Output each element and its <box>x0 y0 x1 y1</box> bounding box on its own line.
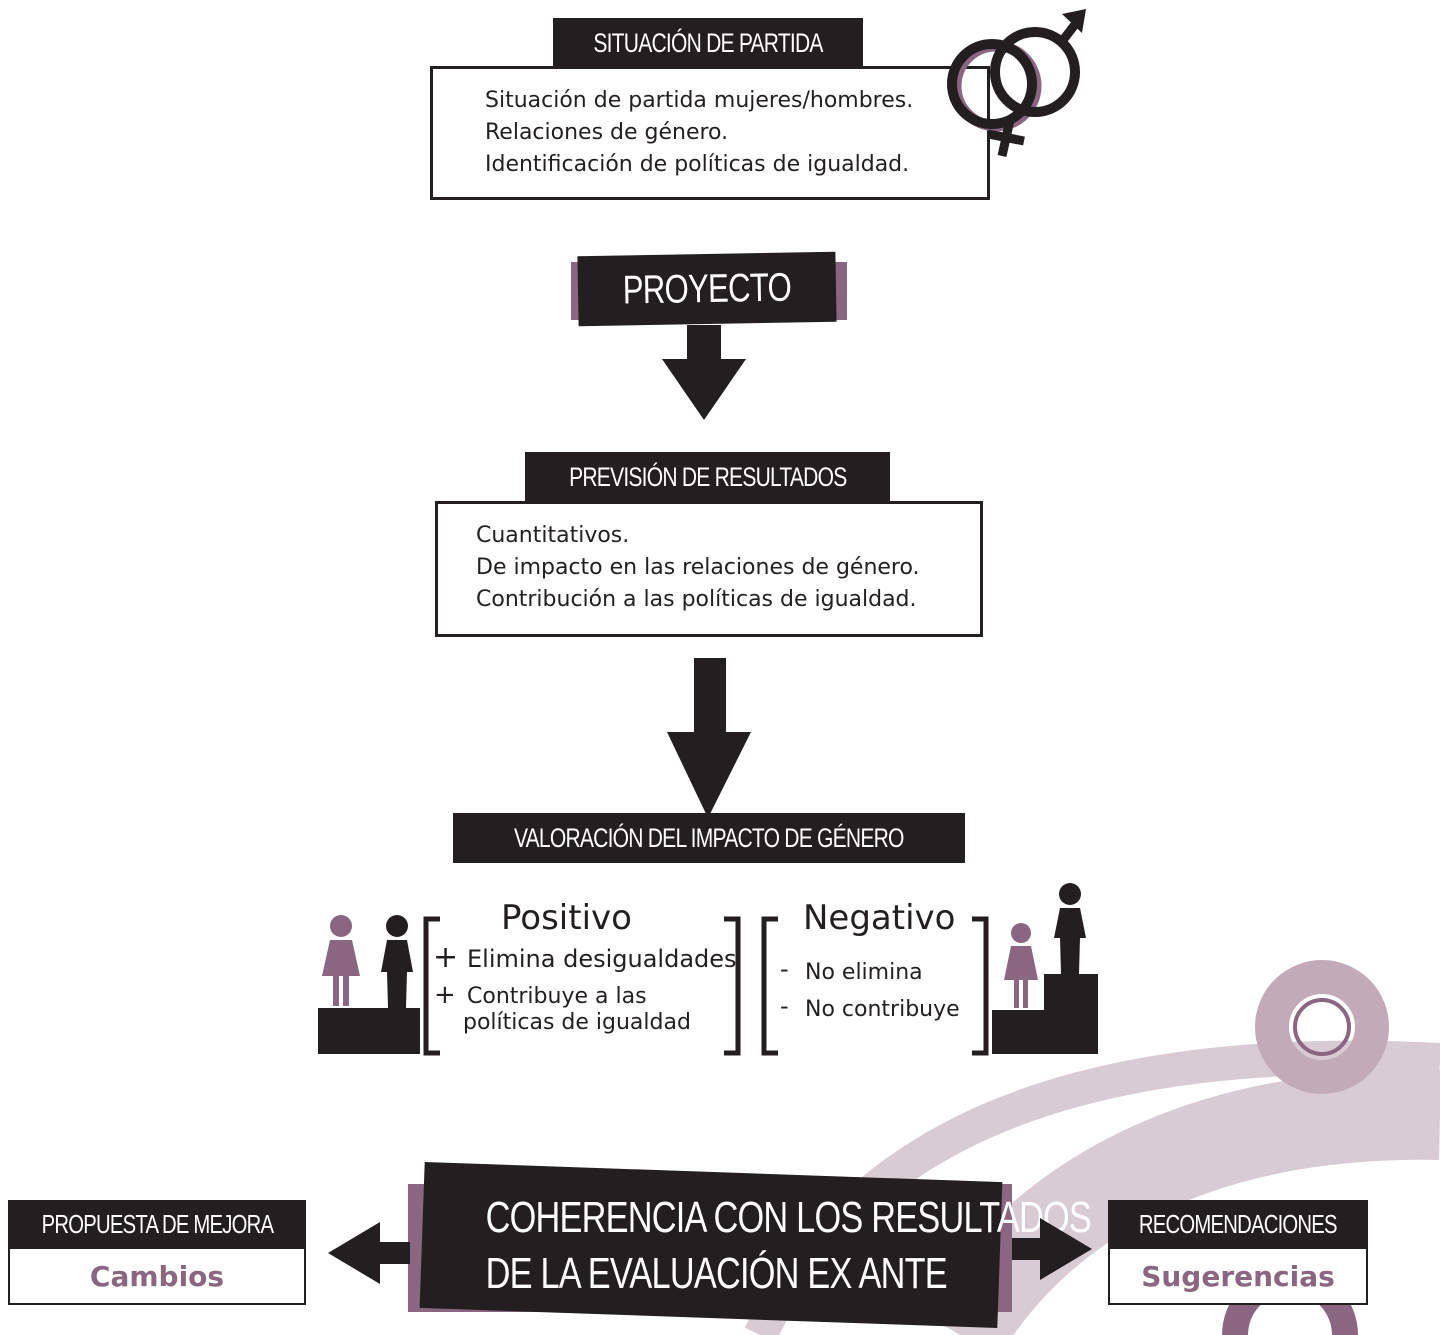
arrow-left-icon <box>328 1222 410 1284</box>
coherencia-text: COHERENCIA CON LOS RESULTADOS DE LA EVAL… <box>422 1190 1092 1302</box>
valoracion-title: VALORACIÓN DEL IMPACTO DE GÉNERO <box>453 813 965 863</box>
negativo-item-1: No elimina <box>805 960 923 985</box>
positivo-item-1: Elimina desigualdades <box>467 945 737 973</box>
woman-icon <box>322 915 360 1006</box>
negativo-heading: Negativo <box>803 898 956 938</box>
situacion-box: Situación de partida mujeres/hombres. Re… <box>430 66 990 200</box>
man-icon <box>381 915 413 1008</box>
positivo-item-2-line-1: Contribuye a las <box>467 984 647 1009</box>
positivo-sign-1: + <box>433 940 459 975</box>
negativo-sign-1: - <box>780 955 789 983</box>
woman-icon <box>1004 923 1038 1008</box>
proyecto-title: PROYECTO <box>577 251 837 327</box>
gender-symbols-icon <box>947 9 1086 157</box>
prevision-title: PREVISIÓN DE RESULTADOS <box>525 452 890 502</box>
brackets <box>423 916 989 1056</box>
coherencia-line-2: DE LA EVALUACIÓN EX ANTE <box>485 1249 948 1298</box>
arrow-right-icon <box>1012 1218 1092 1280</box>
situacion-title: SITUACIÓN DE PARTIDA <box>553 18 863 68</box>
positivo-heading: Positivo <box>501 898 632 938</box>
propuesta-title: PROPUESTA DE MEJORA <box>8 1200 306 1248</box>
man-icon <box>1054 883 1086 974</box>
propuesta-value: Cambios <box>8 1247 306 1305</box>
prevision-line-1: Cuantitativos. <box>476 523 630 548</box>
negativo-sign-2: - <box>780 992 789 1020</box>
prevision-line-2: De impacto en las relaciones de género. <box>476 555 920 580</box>
recomendaciones-value: Sugerencias <box>1108 1247 1368 1305</box>
arrow-down-icon <box>662 325 746 420</box>
situacion-line-2: Relaciones de género. <box>485 120 729 145</box>
situacion-line-1: Situación de partida mujeres/hombres. <box>485 88 914 113</box>
coherencia-line-1: COHERENCIA CON LOS RESULTADOS <box>485 1193 1092 1242</box>
equal-pedestal <box>318 1008 420 1054</box>
negativo-item-2: No contribuye <box>805 997 960 1022</box>
positivo-item-2-line-2: políticas de igualdad <box>463 1010 691 1035</box>
prevision-box: Cuantitativos. De impacto en las relacio… <box>435 501 983 637</box>
unequal-steps <box>992 974 1098 1054</box>
recomendaciones-title: RECOMENDACIONES <box>1108 1200 1368 1248</box>
arrow-down-icon <box>667 658 751 818</box>
prevision-line-3: Contribución a las políticas de igualdad… <box>476 587 917 612</box>
positivo-sign-2: + <box>434 980 456 1010</box>
situacion-line-3: Identificación de políticas de igualdad. <box>485 152 910 177</box>
